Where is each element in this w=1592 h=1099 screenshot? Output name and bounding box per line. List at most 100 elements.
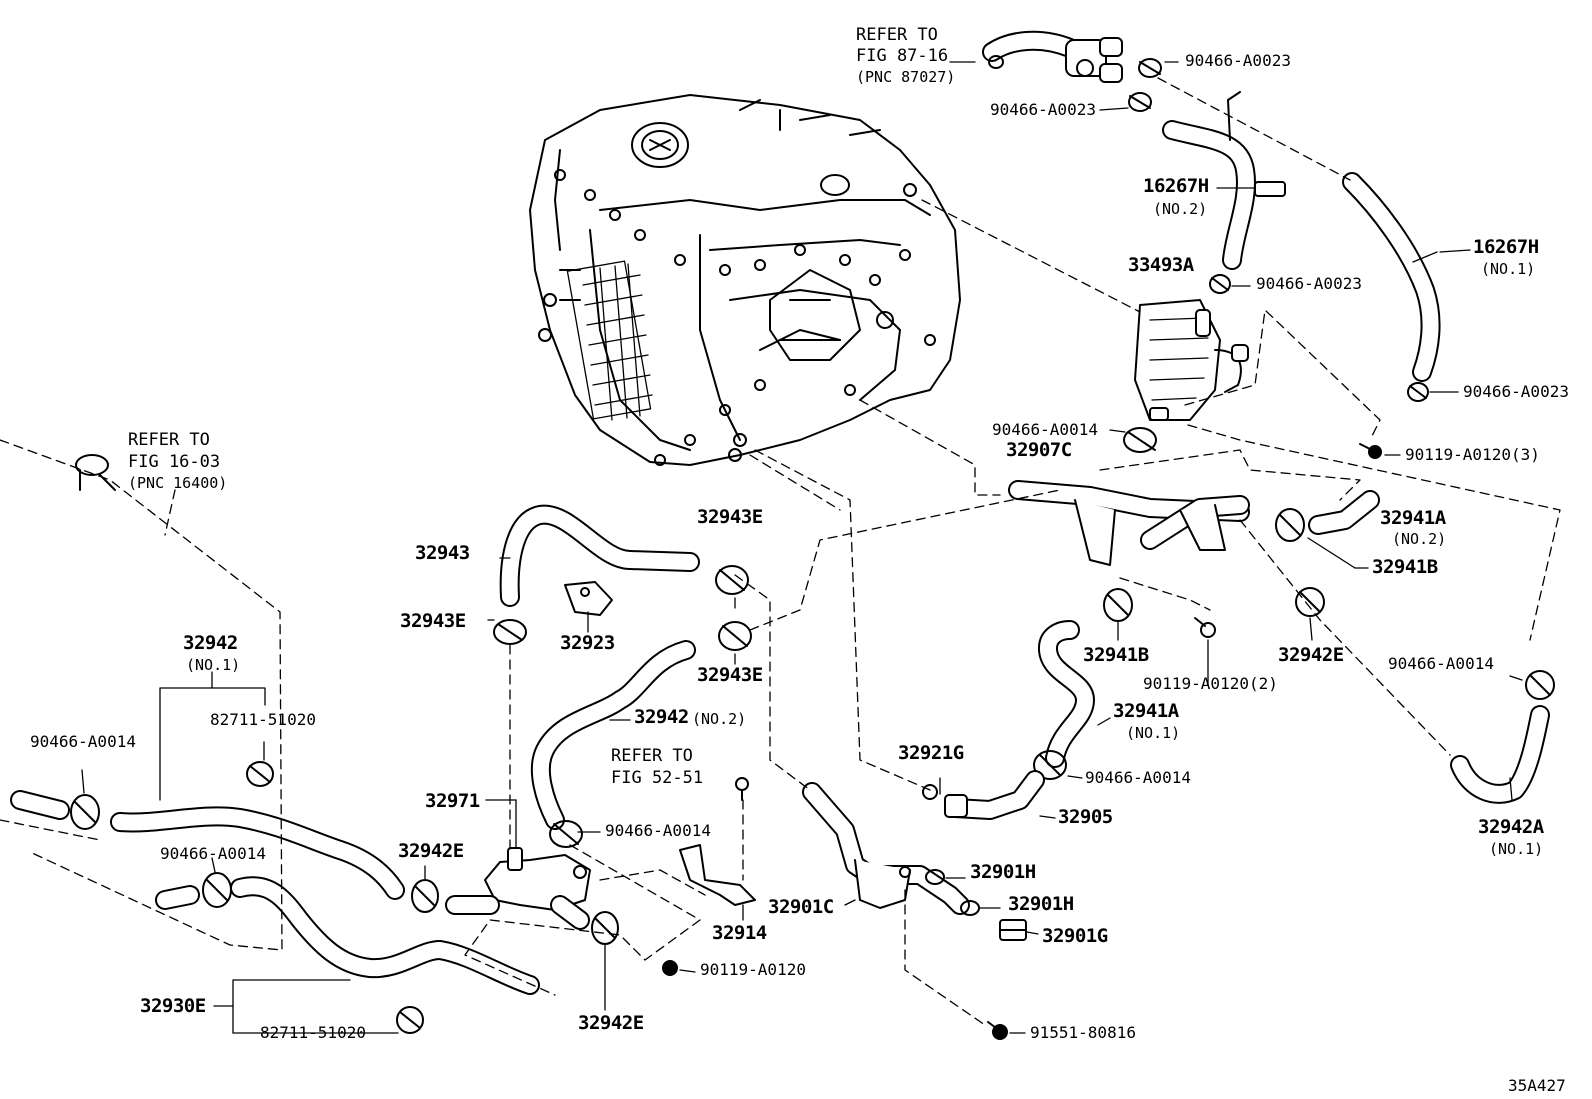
clip-82711-a [246, 761, 274, 787]
label-16267h-no1: 16267H [1473, 236, 1539, 258]
pipe-32907c [1008, 480, 1250, 566]
label-82711-51020-b: 82711-51020 [260, 1023, 366, 1042]
clip-32943e-a [715, 565, 749, 595]
label-32942a: 32942A [1478, 816, 1544, 838]
label-90119-a0120: 90119-A0120 [700, 960, 806, 979]
label-32943e-b: 32943E [400, 610, 466, 632]
oil-cooler-33493a [1134, 299, 1249, 421]
label-no2-b: (NO.2) [1392, 530, 1447, 548]
bolt-91551-80816 [987, 1021, 1008, 1040]
label-32941a-no2: 32941A [1380, 507, 1446, 529]
label-32907c: 32907C [1006, 439, 1072, 461]
hose-32941a-no2 [1308, 490, 1380, 535]
label-32942-no1: 32942 [183, 632, 238, 654]
label-32901h-a: 32901H [970, 861, 1036, 883]
hose-16267h-no2 [1162, 91, 1286, 270]
leader-lines [81, 61, 1523, 1034]
washer-32901h-b [960, 900, 980, 916]
oring-32921g [922, 784, 938, 800]
pipe-32901c [802, 782, 970, 915]
clip-90466-a0023-c [1209, 274, 1231, 294]
label-32901h-b: 32901H [1008, 893, 1074, 915]
label-91551-80816: 91551-80816 [1030, 1023, 1136, 1042]
label-90466-a0023-d: 90466-A0023 [1463, 382, 1569, 401]
hose-16267h-no1 [1342, 172, 1441, 382]
clip-32943e-c [718, 621, 752, 651]
label-32930e: 32930E [140, 995, 206, 1017]
ref-text-r1-l1: REFER TO [856, 25, 938, 45]
clip-90466-a0014-b [1525, 670, 1555, 700]
clip-32943e-b [493, 619, 527, 645]
clip-32942e-c [591, 911, 619, 945]
label-32921g: 32921G [898, 742, 964, 764]
label-32942e-a: 32942E [1278, 644, 1344, 666]
label-82711-51020-a: 82711-51020 [210, 710, 316, 729]
ref-text-r2-l1: REFER TO [128, 430, 210, 450]
pipe-32905 [944, 770, 1045, 820]
hose-32942-no1 [10, 790, 405, 900]
transaxle-assembly [529, 94, 961, 466]
bracket-32923 [564, 581, 613, 616]
bolt-90119-a0120 [662, 960, 678, 976]
label-16267h-no2: 16267H [1143, 175, 1209, 197]
clip-32941b-a [1275, 508, 1305, 542]
clip-32942e-a [1295, 587, 1325, 617]
label-90466-a0023-a: 90466-A0023 [1185, 51, 1291, 70]
bracket-32914 [679, 777, 756, 906]
label-32943e-a: 32943E [697, 506, 763, 528]
bolt-90119-a0120-2 [1194, 617, 1216, 638]
label-90466-a0014-e: 90466-A0014 [605, 821, 711, 840]
label-32901g: 32901G [1042, 925, 1108, 947]
label-90466-a0014-d: 90466-A0014 [1085, 768, 1191, 787]
label-no1-a: (NO.1) [1481, 260, 1536, 278]
clip-90466-a0023-a [1138, 58, 1162, 78]
clip-90466-a0014-c [70, 794, 100, 830]
hose-32942-no2 [530, 640, 696, 830]
clip-90466-a0014-e [549, 820, 583, 848]
label-90466-a0014-b: 90466-A0014 [1388, 654, 1494, 673]
clip-90466-a0014-f [202, 872, 232, 908]
label-no1-d: (NO.1) [1489, 840, 1544, 858]
bolt-32901g [999, 919, 1027, 941]
label-32942e-b: 32942E [398, 840, 464, 862]
label-no1-b: (NO.1) [186, 656, 241, 674]
label-32943e-c: 32943E [697, 664, 763, 686]
label-90119-a0120-2: 90119-A0120(2) [1143, 674, 1278, 693]
ref-text-r1-l3: (PNC 87027) [856, 68, 956, 86]
label-90466-a0014-f: 90466-A0014 [160, 844, 266, 863]
label-32941b-b: 32941B [1083, 644, 1149, 666]
bolt-90119-a0120-3 [1359, 443, 1382, 459]
clip-82711-b [396, 1006, 424, 1034]
ref-text-r1-l2: FIG 87-16 [856, 46, 949, 66]
label-32901c: 32901C [768, 896, 834, 918]
ref-text-r3-l1: REFER TO [611, 746, 693, 766]
reservoir-cap [75, 454, 116, 491]
hose-32941a-no1 [1038, 620, 1095, 768]
label-90466-a0023-c: 90466-A0023 [1256, 274, 1362, 293]
clip-32941b-b [1103, 588, 1133, 622]
dashed-lines [0, 77, 1561, 1026]
label-32923: 32923 [560, 632, 615, 654]
label-32941a-no1: 32941A [1113, 700, 1179, 722]
ref-text-r2-l3: (PNC 16400) [128, 474, 228, 492]
hose-32930e [155, 876, 540, 995]
washer-32901h-a [925, 869, 945, 885]
label-32942e-c: 32942E [578, 1012, 644, 1034]
clip-90466-a0023-b [1128, 92, 1152, 112]
clip-90466-a0023-d [1407, 382, 1429, 402]
water-valve-group [982, 30, 1123, 83]
label-no2-a: (NO.2) [1153, 200, 1208, 218]
hose-32942a-no1 [1450, 705, 1550, 804]
ref-text-r2-l2: FIG 16-03 [128, 452, 221, 472]
label-33493a: 33493A [1128, 254, 1194, 276]
label-no1-c: (NO.1) [1126, 724, 1181, 742]
label-32914: 32914 [712, 922, 767, 944]
figure-code: 35A427 [1508, 1076, 1566, 1095]
label-no2-c: (NO.2) [692, 710, 747, 728]
label-32905: 32905 [1058, 806, 1113, 828]
label-90466-a0014-a: 90466-A0014 [992, 420, 1098, 439]
label-32942-no2: 32942 [634, 706, 689, 728]
label-32971: 32971 [425, 790, 480, 812]
